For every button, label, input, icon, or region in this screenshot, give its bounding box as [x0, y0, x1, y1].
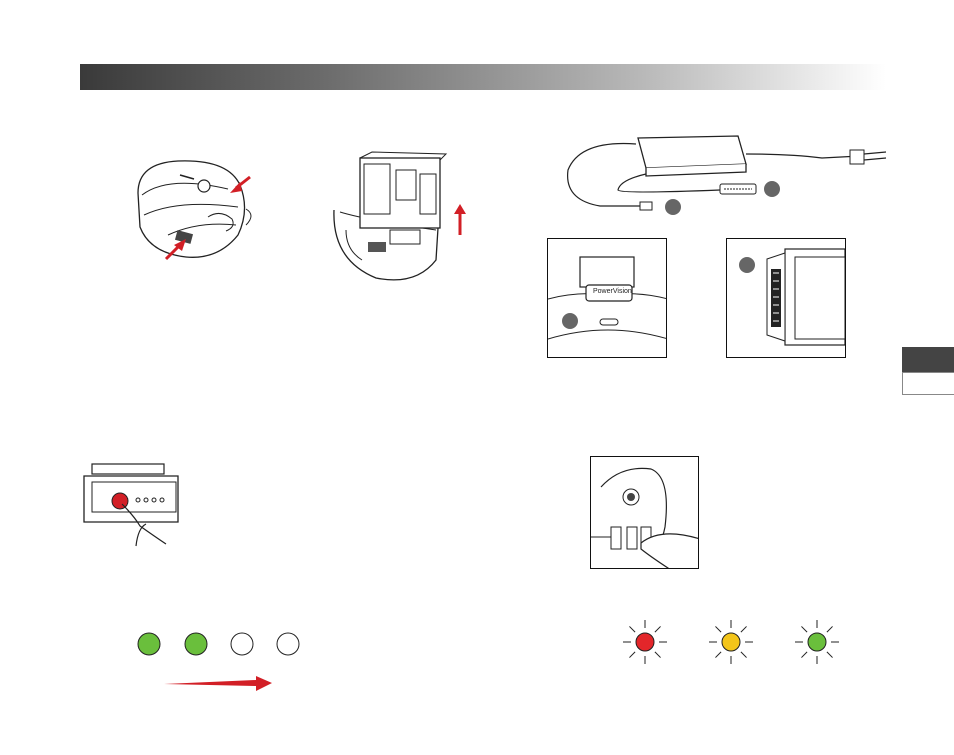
remote-button-illustration	[591, 457, 699, 569]
callout-marker-icon	[764, 181, 780, 197]
sunburst-light-icon	[623, 620, 667, 664]
charger-illustration	[560, 130, 900, 220]
callout-marker-icon	[739, 257, 755, 273]
remote-button-frame	[590, 456, 699, 569]
battery-port-frame	[726, 238, 846, 358]
callout-marker-icon	[665, 199, 681, 215]
section-header-bar	[80, 64, 886, 90]
status-light-green	[808, 633, 826, 651]
remote-port-illustration	[548, 239, 667, 358]
battery-button-illustration	[80, 462, 200, 547]
sunburst-light-icon	[795, 620, 839, 664]
status-light-yellow	[722, 633, 740, 651]
remote-port-frame: PowerVision	[547, 238, 667, 358]
side-tab-inactive[interactable]	[902, 372, 954, 395]
arrow-up-icon	[454, 204, 466, 235]
battery-port-illustration	[727, 239, 846, 358]
led-indicator-lit	[185, 633, 207, 655]
status-lights	[615, 615, 855, 670]
drone-closed-illustration	[128, 155, 268, 270]
finger-press-icon	[641, 534, 699, 569]
arrow-right-icon	[160, 674, 275, 694]
power-button-icon	[112, 493, 128, 509]
port-label: PowerVision	[593, 288, 632, 295]
drone-battery-removal-illustration	[326, 150, 486, 290]
callout-marker-icon	[562, 313, 578, 329]
sunburst-light-icon	[709, 620, 753, 664]
led-indicator-lit	[138, 633, 160, 655]
battery-level-indicators	[130, 628, 310, 668]
led-indicator-unlit	[277, 633, 299, 655]
status-light-red	[636, 633, 654, 651]
side-tab-active[interactable]	[902, 347, 954, 372]
led-indicator-unlit	[231, 633, 253, 655]
